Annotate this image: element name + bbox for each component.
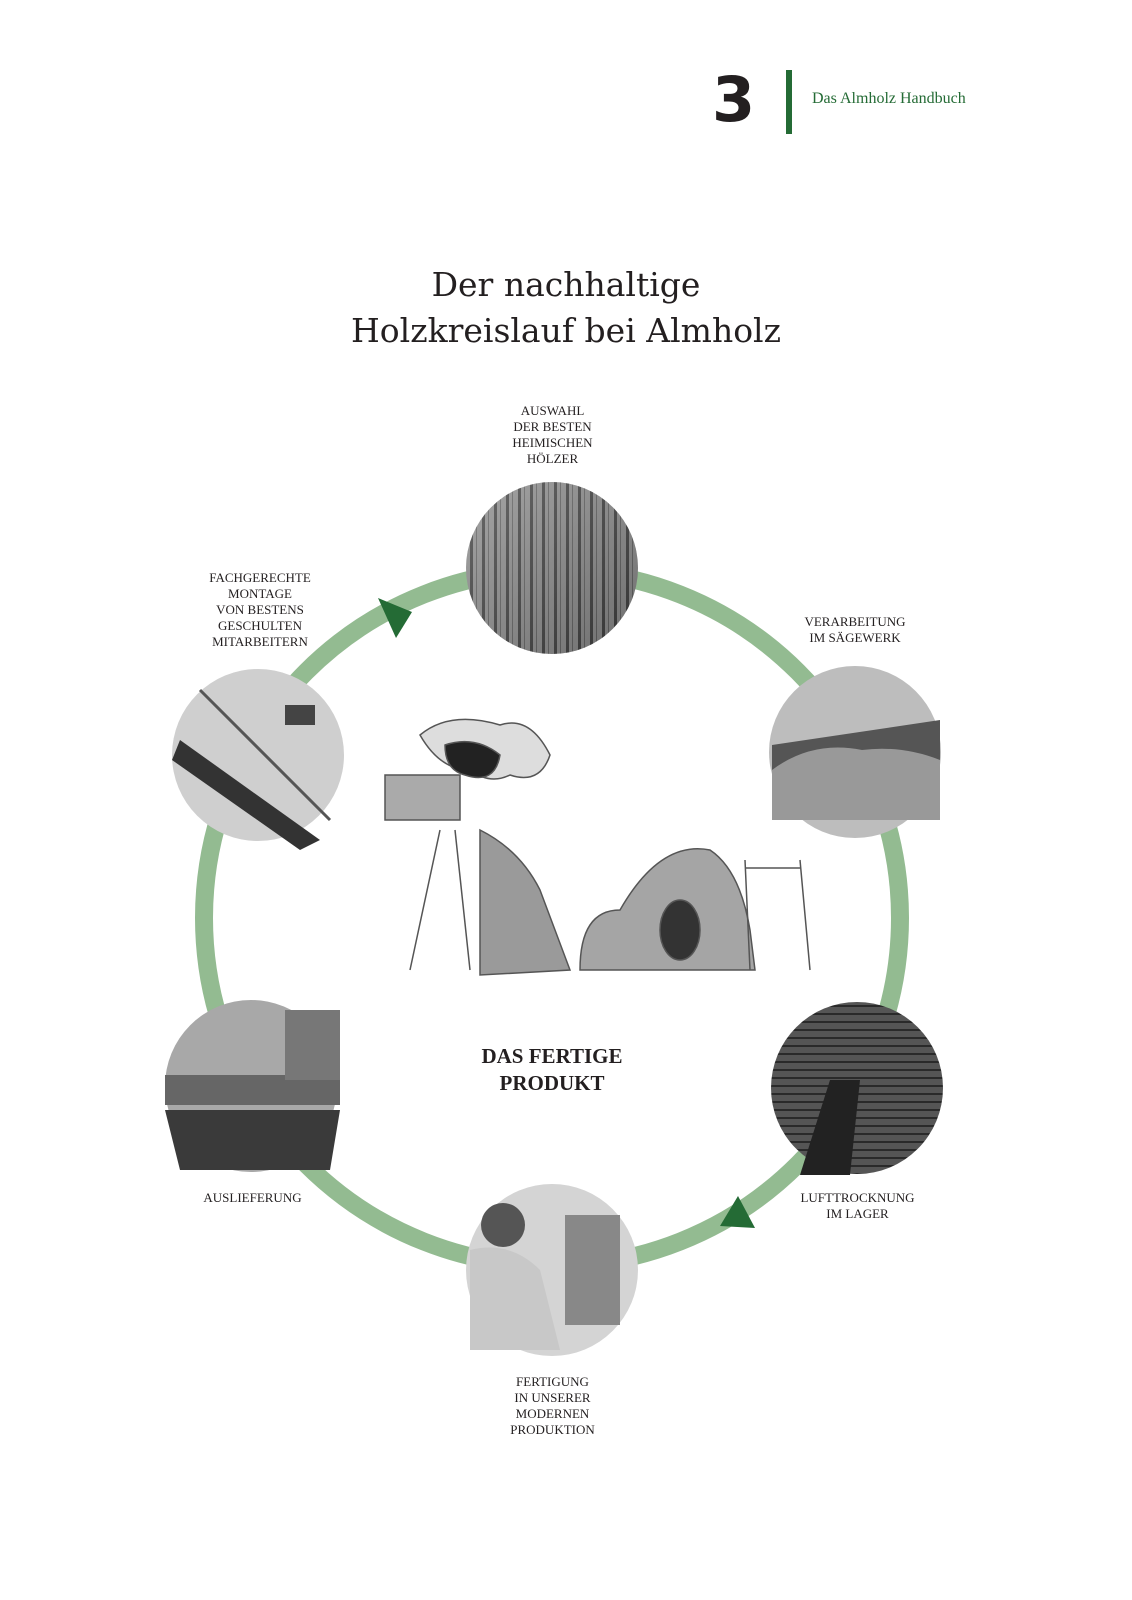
photo-forest xyxy=(466,482,638,654)
photo-sawmill xyxy=(769,666,941,838)
photo-assembly xyxy=(172,669,344,850)
step-label-production: FERTIGUNG IN UNSERER MODERNEN PRODUKTION xyxy=(510,1374,595,1437)
step-label-air-drying: LUFTTROCKNUNG IM LAGER xyxy=(800,1190,915,1221)
photo-delivery xyxy=(165,1000,340,1172)
arrow-icon xyxy=(720,1196,755,1228)
chapter-divider xyxy=(786,70,792,134)
page-title: Der nachhaltige Holzkreislauf bei Almhol… xyxy=(351,265,781,350)
book-title: Das Almholz Handbuch xyxy=(812,90,966,107)
arrow-icon xyxy=(378,598,412,638)
center-label: DAS FERTIGE PRODUKT xyxy=(481,1044,623,1095)
chapter-number: 3 xyxy=(712,63,756,136)
product-illustration xyxy=(384,718,811,976)
step-label-sawmill: VERARBEITUNG IM SÄGEWERK xyxy=(804,614,906,645)
photo-production xyxy=(466,1184,638,1356)
step-label-assembly: FACHGERECHTE MONTAGE VON BESTENS GESCHUL… xyxy=(209,570,311,649)
step-label-wood-selection: AUSWAHL DER BESTEN HEIMISCHEN HÖLZER xyxy=(512,403,593,466)
photo-lumber-storage xyxy=(771,1002,943,1175)
step-label-delivery: AUSLIEFERUNG xyxy=(203,1190,302,1205)
